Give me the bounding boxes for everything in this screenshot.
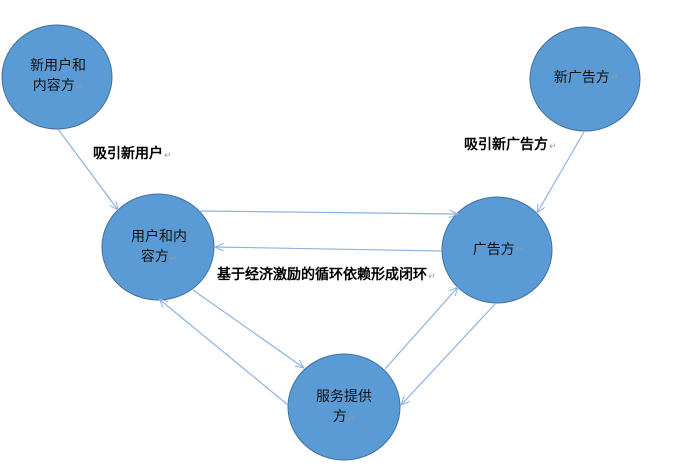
label-text: 基于经济激励的循环依赖形成闭环	[217, 267, 427, 283]
node-text-line: 新用户和	[30, 58, 86, 74]
node-new-users-label: 新用户和 内容方↵	[12, 55, 104, 99]
return-mark: ↵	[164, 151, 172, 161]
return-mark: ↵	[75, 83, 84, 93]
node-service-circle	[287, 353, 401, 461]
return-mark: ↵	[549, 142, 557, 152]
node-text: 新广告方	[553, 70, 610, 86]
node-text-line: 用户和内	[131, 229, 187, 245]
node-new-users-circle	[1, 24, 113, 130]
arrow-advertisers-to-service	[401, 302, 497, 405]
node-text: 容方	[140, 249, 169, 265]
node-text-line: 服务提供	[316, 389, 372, 405]
label-text: 吸引新用户	[93, 146, 163, 162]
arrow-service-to-advertisers	[384, 287, 458, 370]
node-text-line: 内容方↵	[33, 76, 84, 98]
node-new-advertisers-circle	[529, 26, 641, 132]
arrow-users-to-advertisers	[198, 211, 458, 214]
label-loop: 基于经济激励的循环依赖形成闭环↵	[217, 264, 436, 284]
node-text: 广告方	[472, 242, 515, 258]
return-mark: ↵	[428, 272, 436, 282]
arrow-users-to-service	[192, 289, 304, 368]
node-users-label: 用户和内 容方↵	[113, 226, 205, 270]
arrow-advertisers-to-users	[215, 247, 443, 252]
node-text-line: 方↵	[333, 407, 356, 429]
node-service-label: 服务提供 方↵	[298, 386, 390, 430]
return-mark: ↵	[169, 254, 178, 264]
node-text: 方	[332, 409, 347, 425]
label-text: 吸引新广告方	[464, 137, 548, 153]
node-advertisers-label: 广告方↵	[452, 240, 544, 260]
arrow-new-users-to-users	[57, 128, 118, 210]
node-advertisers-circle	[441, 196, 553, 304]
return-mark: ↵	[610, 73, 619, 83]
arrow-new-advertisers-to-advertisers	[537, 131, 585, 213]
return-mark: ↵	[515, 245, 524, 255]
arrow-service-to-users	[159, 299, 289, 406]
return-mark: ↵	[347, 414, 356, 424]
label-attract-users: 吸引新用户↵	[93, 143, 172, 163]
label-attract-advertisers: 吸引新广告方↵	[464, 134, 557, 154]
node-text: 内容方	[32, 78, 75, 94]
node-new-advertisers-label: 新广告方↵	[540, 68, 632, 88]
node-text-line: 容方↵	[141, 247, 178, 269]
